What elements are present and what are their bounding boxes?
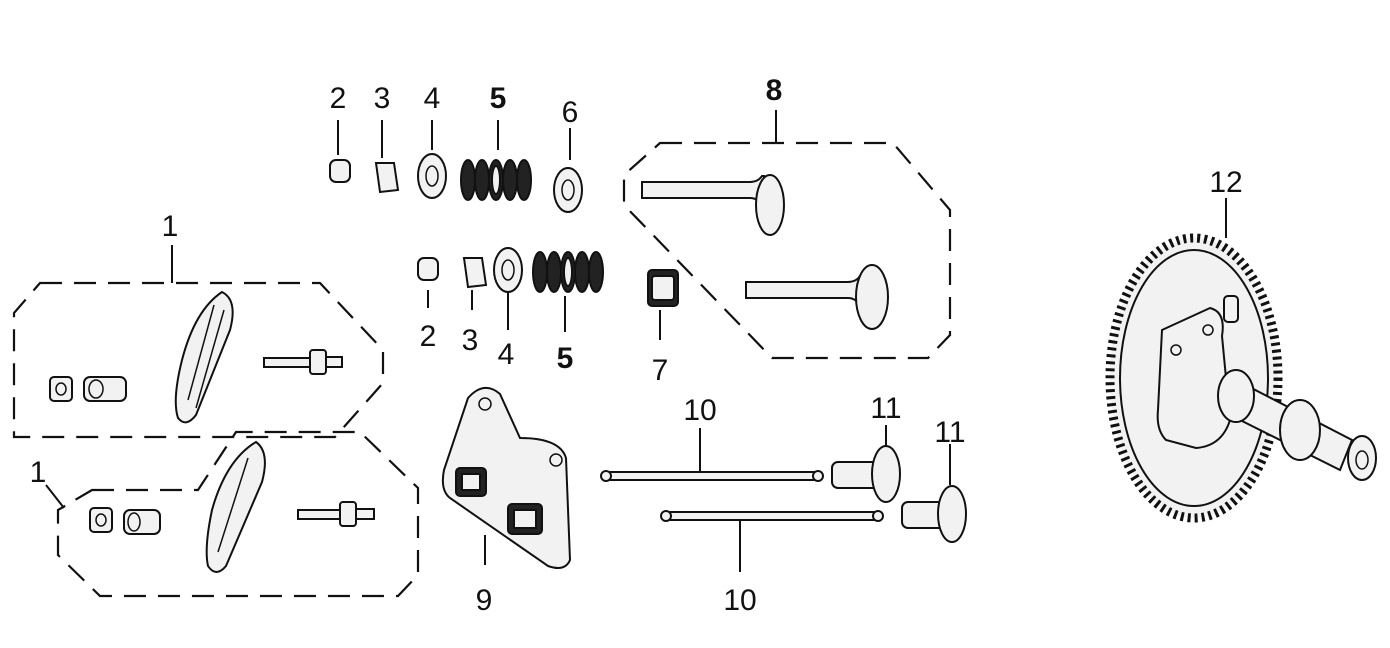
valve-spring-part — [460, 159, 532, 201]
spring-coil — [460, 159, 476, 201]
push-rod-end — [872, 510, 884, 522]
valve-cap-part — [329, 159, 351, 183]
washer-hole — [561, 179, 575, 201]
callout-label-5-upper: 5 — [490, 82, 507, 115]
spring-coil — [532, 251, 548, 293]
intake-valve-head — [755, 174, 785, 236]
seal-inner — [651, 275, 675, 301]
push-rod-end — [812, 470, 824, 482]
collet-part — [374, 162, 400, 194]
stud-collar — [339, 501, 357, 527]
callout-label-12: 12 — [1209, 166, 1242, 199]
callout-label-11-upper: 11 — [870, 392, 901, 425]
spring-retainer-hole — [501, 259, 515, 281]
spring-coil — [574, 251, 590, 293]
callout-label-10-upper: 10 — [683, 394, 716, 427]
group-outline-1-lower — [56, 430, 420, 598]
cam-plate-part — [1156, 306, 1232, 450]
rocker-arm-rib — [187, 304, 215, 401]
stud-collar — [309, 349, 327, 375]
camshaft-gear-assembly — [1105, 198, 1377, 523]
camshaft-end — [1347, 435, 1377, 481]
tappet-face — [871, 445, 901, 503]
valve-spring-part — [532, 251, 604, 293]
plate-hole — [478, 397, 492, 411]
nut-hole — [55, 382, 67, 396]
spring-coil — [546, 251, 562, 293]
stud-tip — [325, 356, 343, 368]
rocker-arm-part — [174, 290, 234, 424]
callout-label-5-lower: 5 — [557, 342, 574, 375]
plate-window-inner — [461, 473, 481, 491]
spring-retainer-part — [493, 247, 523, 293]
spring-coil — [588, 251, 604, 293]
callout-label-4-lower: 4 — [498, 338, 515, 371]
callout-label-1-lower: 1 — [30, 456, 47, 489]
exhaust-valve-stem — [745, 275, 863, 307]
group-outline-1-upper — [12, 281, 385, 439]
callout-label-1-upper: 1 — [162, 210, 179, 243]
stud-part — [297, 509, 345, 520]
callout-label-2-lower: 2 — [420, 320, 437, 353]
push-rod-part — [605, 471, 819, 481]
leader-line-1-lower — [45, 484, 65, 509]
spring-retainer-hole — [425, 165, 439, 187]
tappet-face — [937, 485, 967, 543]
cam-lobe — [1279, 399, 1321, 461]
valve-assembly — [622, 110, 952, 360]
callout-label-11-lower: 11 — [934, 416, 965, 449]
nut-hole — [95, 513, 107, 527]
spring-retainer-part — [417, 153, 447, 199]
valve-parts-lower-row — [417, 247, 679, 340]
spring-coil — [474, 159, 490, 201]
valve-cap-part — [417, 257, 439, 281]
collet-part — [462, 257, 488, 289]
pivot-ball-part — [83, 376, 127, 402]
push-rod-end — [600, 470, 612, 482]
callout-label-8: 8 — [766, 74, 783, 107]
valve-seat-washer-part — [553, 167, 583, 213]
callout-label-2-upper: 2 — [330, 82, 347, 115]
plate-bolt — [1170, 344, 1182, 356]
rocker-arm-assembly-upper — [12, 245, 385, 439]
callout-label-4-upper: 4 — [424, 82, 441, 115]
rocker-arm-rib — [217, 457, 249, 553]
nut-part — [49, 376, 73, 402]
callout-label-10-lower: 10 — [723, 584, 756, 617]
stud-tip — [355, 508, 375, 520]
exhaust-valve-head — [855, 264, 889, 330]
callout-label-3-lower: 3 — [462, 324, 479, 357]
rocker-arm-assembly-lower — [45, 430, 420, 598]
stud-part — [263, 357, 315, 368]
plate-hole — [549, 453, 563, 467]
intake-valve-stem — [641, 175, 765, 207]
nut-part — [89, 507, 113, 533]
spring-core — [563, 257, 573, 287]
rocker-arm-rib — [195, 309, 225, 409]
pivot-hole — [127, 512, 141, 532]
push-rod-end — [660, 510, 672, 522]
plate-bolt — [1202, 324, 1214, 336]
push-rod-part — [665, 511, 879, 521]
decompression-pin — [1223, 295, 1239, 323]
pivot-ball-part — [123, 509, 161, 535]
push-rods — [600, 428, 884, 572]
callout-label-6: 6 — [562, 96, 579, 129]
spring-coil — [502, 159, 518, 201]
pivot-hole — [88, 379, 104, 399]
callout-label-3-upper: 3 — [374, 82, 391, 115]
callout-label-9: 9 — [476, 584, 493, 617]
callout-label-7: 7 — [652, 354, 669, 387]
plate-window-inner — [513, 509, 537, 529]
valve-tappets — [831, 425, 967, 543]
callout-labels: 1 1 2 2 3 3 4 4 5 5 6 7 8 9 10 10 11 11 … — [30, 74, 1243, 617]
camshaft-bore — [1355, 450, 1369, 470]
spring-core — [491, 165, 501, 195]
cam-lobe — [1217, 369, 1255, 423]
group-outline-8 — [622, 141, 952, 360]
spring-coil — [516, 159, 532, 201]
rocker-guide-plate — [441, 387, 572, 569]
valve-parts-upper-row — [329, 120, 583, 213]
